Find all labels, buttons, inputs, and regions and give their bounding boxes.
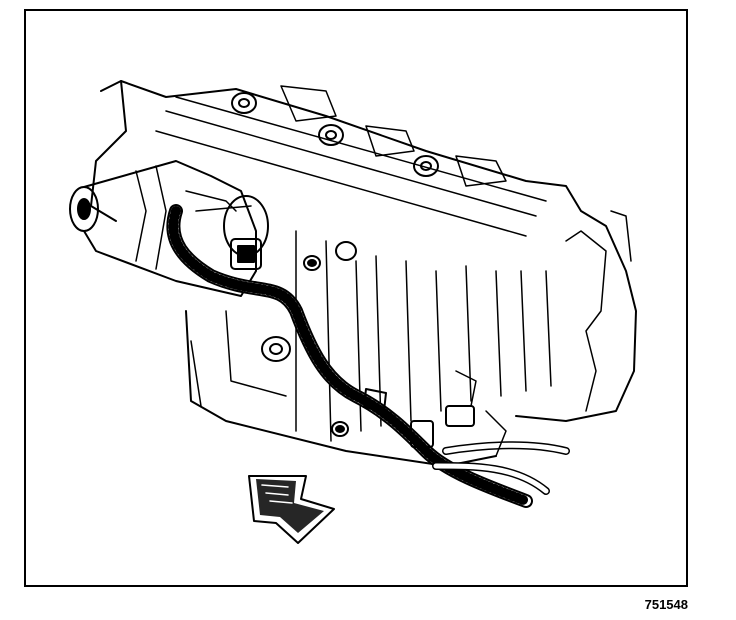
engine-harness-illustration: [69, 80, 637, 544]
manifold-bosses: [231, 85, 507, 187]
starter-motor: [69, 160, 269, 297]
wiring-harness: [166, 204, 570, 508]
illustration-frame: [24, 9, 688, 587]
figure-id-label: 751548: [644, 597, 688, 612]
harness-connectors: [230, 238, 507, 457]
engine-block: [90, 80, 637, 467]
view-direction-arrow: [248, 475, 335, 544]
